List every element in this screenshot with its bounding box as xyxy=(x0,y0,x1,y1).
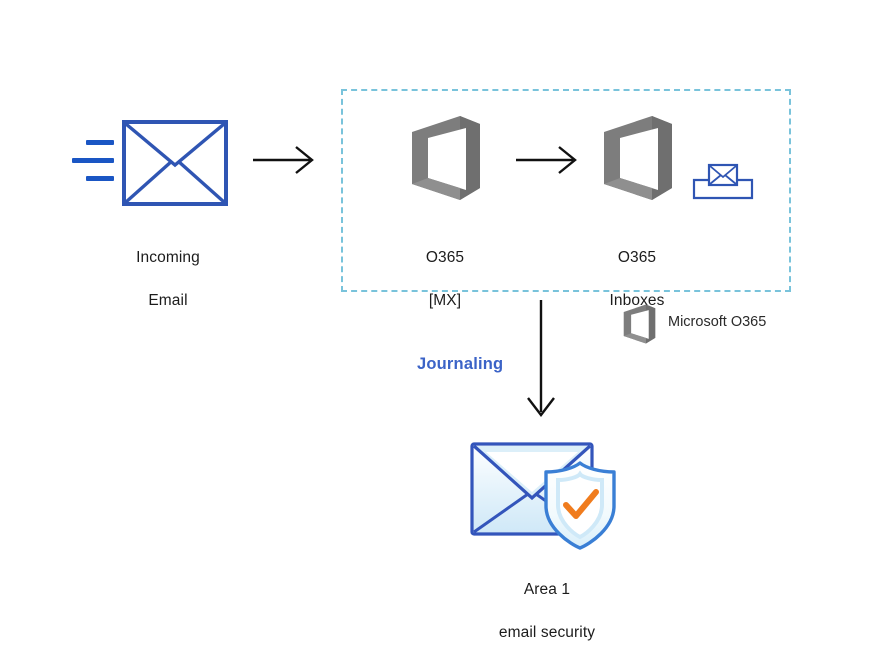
arrow-head xyxy=(295,146,314,174)
office-365-icon xyxy=(604,116,672,200)
inbox-envelope-folds xyxy=(709,174,737,185)
arrow-right-icon xyxy=(516,146,577,174)
office-icon-shadow xyxy=(412,178,460,200)
o365-inboxes-label-line1: O365 xyxy=(617,249,657,267)
area1-envelope-fold-left xyxy=(473,492,529,534)
office-icon-shadow xyxy=(623,333,646,344)
motion-line-bottom xyxy=(86,176,114,181)
area1-label-line1: Area 1 xyxy=(523,581,571,599)
area1-shield-inner xyxy=(556,470,604,540)
area1-label-line2: email security xyxy=(498,624,596,642)
o365-mx-label-line1: O365 xyxy=(425,249,465,267)
arrow-right-icon xyxy=(253,146,314,174)
area1-envelope-flap-highlight xyxy=(486,452,578,492)
inbox-envelope-flap xyxy=(709,165,737,179)
o365-mx-caption: O365 [MX] xyxy=(365,226,525,333)
arrow-head xyxy=(527,397,555,417)
incoming-email-label-line2: Email xyxy=(148,292,188,310)
inbox-tray-envelope-icon xyxy=(692,163,754,200)
office-icon-page xyxy=(428,128,466,190)
office-icon-page xyxy=(620,128,658,190)
microsoft-o365-boundary-zone xyxy=(341,89,791,292)
o365-mx-label-line2: [MX] xyxy=(428,292,462,310)
journaling-edge-label: Journaling xyxy=(417,355,504,373)
arrow-inboxes-to-area1 xyxy=(521,300,561,420)
arrow-mx-to-inboxes xyxy=(515,142,585,178)
o365-inboxes-node xyxy=(596,114,678,202)
motion-line-middle xyxy=(72,158,114,163)
incoming-email-label-line1: Incoming xyxy=(136,249,200,267)
inbox-tray-node xyxy=(692,160,754,204)
office-365-icon xyxy=(623,304,656,344)
arrow-head xyxy=(558,146,577,174)
area1-check-icon xyxy=(563,489,599,519)
o365-inboxes-caption: O365 Inboxes xyxy=(557,226,717,333)
arrow-down-icon xyxy=(527,300,555,417)
incoming-email-node xyxy=(72,118,232,214)
envelope-fold-left xyxy=(124,159,174,204)
incoming-email-caption: Incoming Email xyxy=(88,226,248,333)
area1-node xyxy=(468,432,634,550)
o365-inboxes-label-line2: Inboxes xyxy=(609,292,665,310)
envelope-flap xyxy=(124,122,226,168)
arrow-incoming-to-mx xyxy=(252,142,322,178)
area1-envelope-flap-line xyxy=(472,444,592,501)
legend-office-icon-wrap xyxy=(620,303,658,345)
office-365-icon xyxy=(412,116,480,200)
o365-mx-node xyxy=(404,114,486,202)
office-icon-shadow xyxy=(604,178,652,200)
motion-line-top xyxy=(86,140,114,145)
envelope-fold-right xyxy=(176,159,226,204)
legend-microsoft-o365-label: Microsoft O365 xyxy=(668,314,767,330)
area1-caption: Area 1 email security xyxy=(463,558,631,653)
office-icon-page xyxy=(631,310,649,339)
envelope-with-motion-lines-icon xyxy=(72,120,228,206)
envelope-shield-check-icon xyxy=(470,442,616,550)
